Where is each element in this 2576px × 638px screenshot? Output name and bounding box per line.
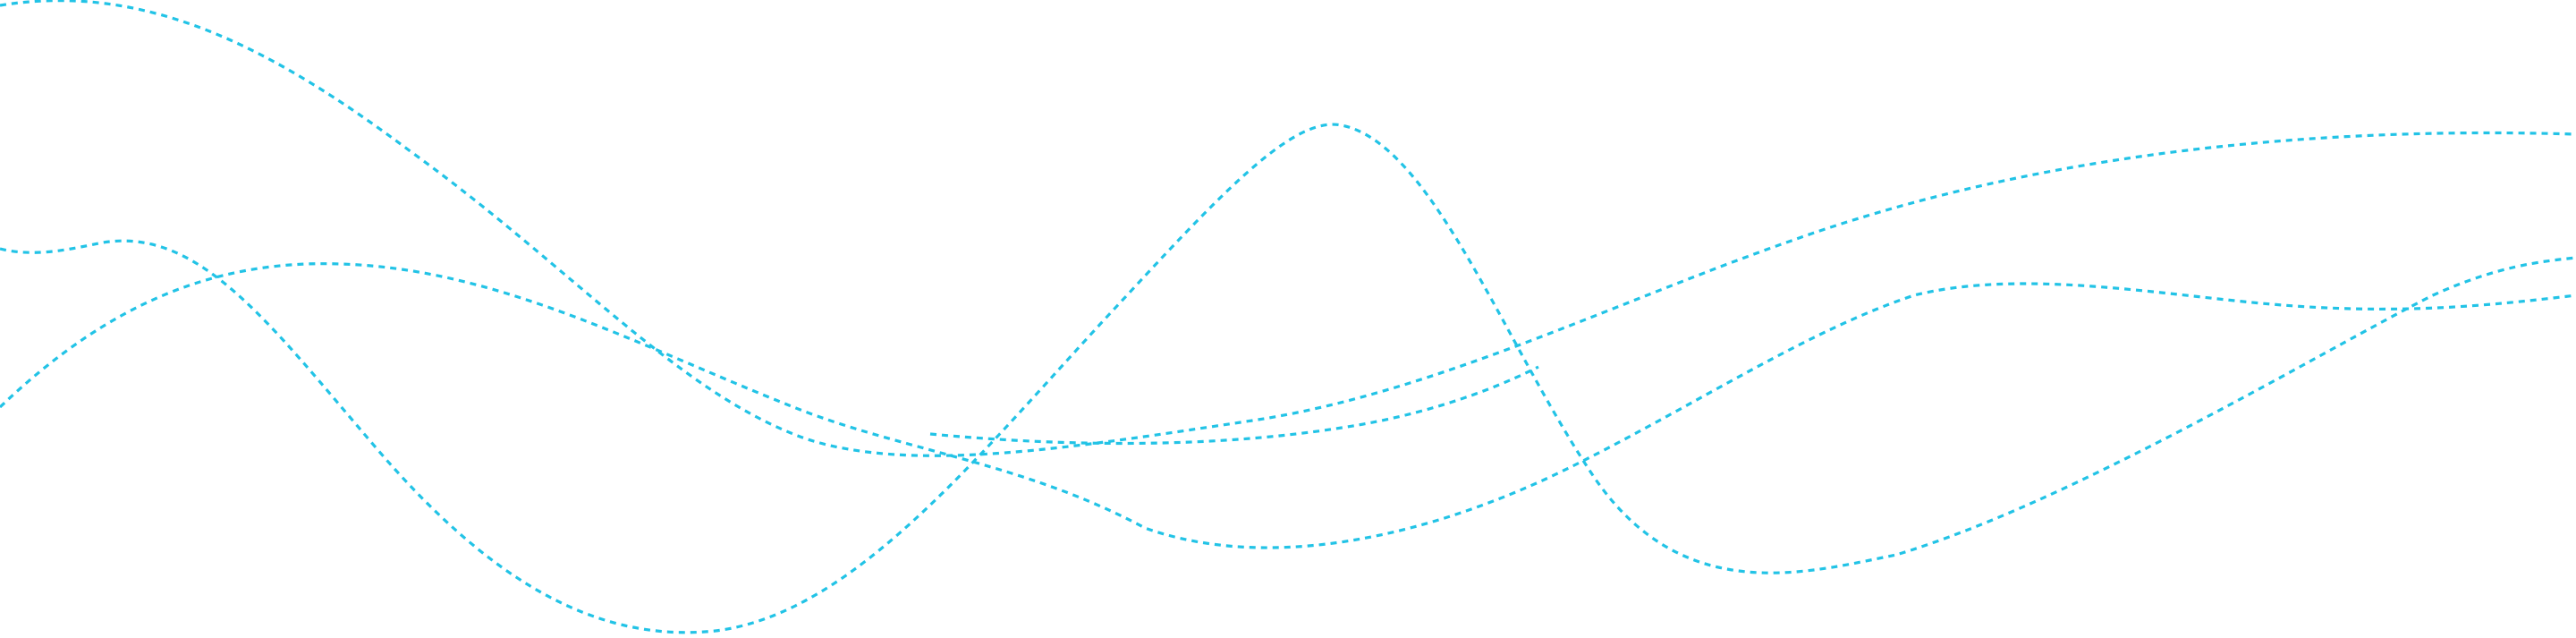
wave-line-1 xyxy=(0,0,2576,457)
wave-line-3 xyxy=(0,262,2576,549)
wave-line-4 xyxy=(929,365,1539,446)
wave-line-2 xyxy=(0,123,2576,634)
